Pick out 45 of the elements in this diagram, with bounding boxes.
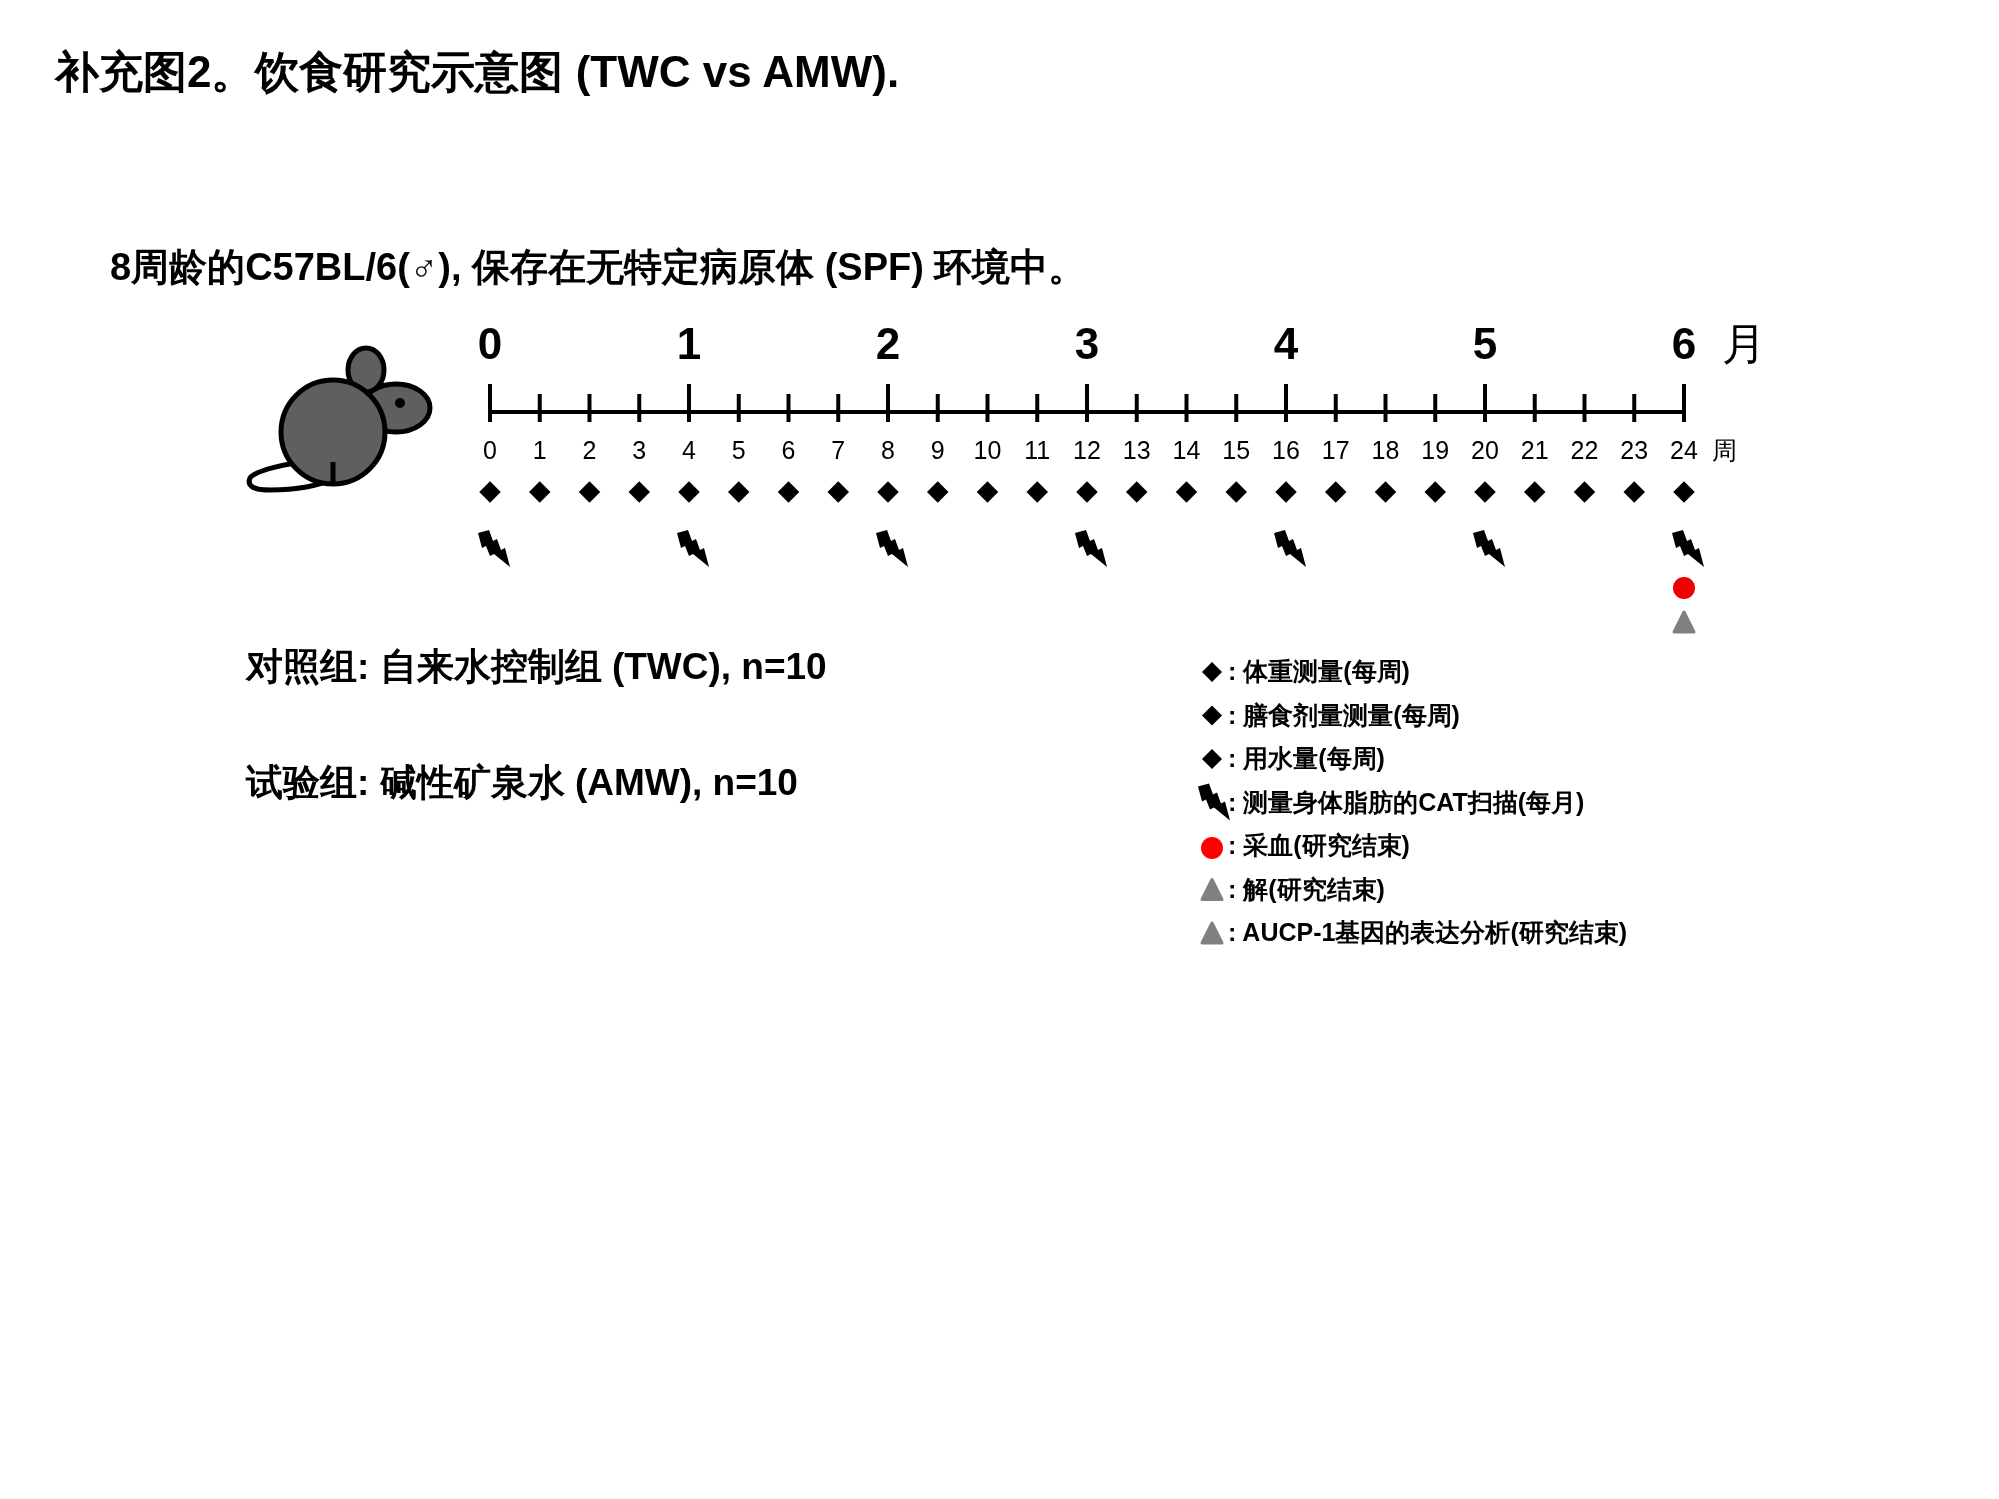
week-number: 18 (1371, 438, 1400, 463)
week-number: 16 (1272, 438, 1300, 463)
legend-text: : 解(研究结束) (1228, 876, 1385, 902)
week-number: 12 (1073, 438, 1101, 463)
week-number: 24 (1670, 438, 1698, 463)
legend-text: : 体重测量(每周) (1228, 659, 1410, 684)
week-number: 19 (1421, 438, 1450, 463)
subtitle: 8周龄的C57BL/6(♂), 保存在无特定病原体 (SPF) 环境中。 (110, 248, 1087, 286)
month-number: 1 (676, 322, 702, 366)
month-number: 6 (1671, 322, 1697, 366)
month-number: 5 (1472, 322, 1498, 366)
legend-text: : 测量身体脂肪的CAT扫描(每月) (1228, 789, 1585, 815)
week-number: 22 (1570, 438, 1599, 463)
week-number: 7 (831, 438, 846, 463)
group-description: 对照组: 自来水控制组 (TWC), n=10 (246, 648, 827, 685)
month-number: 0 (477, 322, 503, 366)
month-number: 4 (1273, 322, 1299, 366)
week-number: 4 (682, 438, 696, 463)
month-number: 3 (1074, 322, 1100, 366)
week-number: 0 (483, 438, 497, 463)
legend-text: : 采血(研究结束) (1228, 833, 1410, 858)
week-number: 2 (582, 438, 597, 463)
legend-text: : AUCP-1基因的表达分析(研究结束) (1228, 920, 1628, 945)
week-number: 23 (1620, 438, 1649, 463)
week-number: 3 (632, 438, 647, 463)
week-number: 14 (1172, 438, 1201, 463)
month-number: 2 (875, 322, 901, 366)
week-number: 8 (881, 438, 895, 463)
unit-label: 月 (1722, 322, 1766, 366)
legend-text: : 用水量(每周) (1228, 746, 1385, 771)
week-number: 13 (1122, 438, 1151, 463)
week-number: 17 (1321, 438, 1350, 463)
week-number: 11 (1024, 438, 1051, 463)
week-number: 15 (1222, 438, 1251, 463)
week-number: 20 (1471, 438, 1499, 463)
week-number: 21 (1520, 438, 1549, 463)
week-number: 6 (781, 438, 796, 463)
week-number: 10 (973, 438, 1002, 463)
unit-label: 周 (1712, 438, 1737, 463)
legend-text: : 膳食剂量测量(每周) (1228, 702, 1460, 728)
week-number: 1 (532, 438, 547, 463)
week-number: 9 (930, 438, 945, 463)
group-description: 试验组: 碱性矿泉水 (AMW), n=10 (246, 764, 798, 801)
figure-title: 补充图2。饮食研究示意图 (TWC vs AMW). (55, 50, 900, 94)
week-number: 5 (731, 438, 746, 463)
